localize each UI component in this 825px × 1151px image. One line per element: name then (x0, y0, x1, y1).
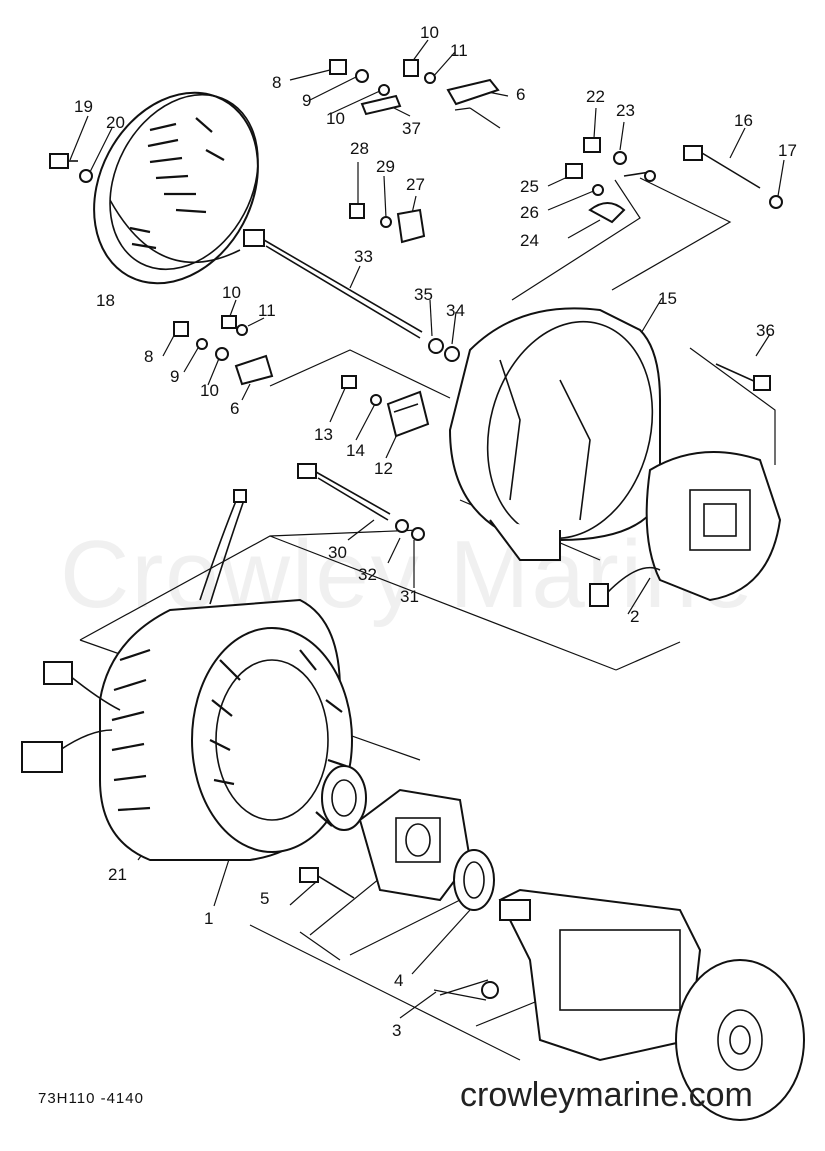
end-bracket-housing (448, 307, 661, 561)
callout-28: 28 (350, 139, 369, 158)
callout-36: 36 (756, 321, 775, 340)
callout-6b: 6 (230, 399, 239, 418)
callout-30: 30 (328, 543, 347, 562)
callout-9b: 10 (200, 381, 219, 400)
callout-8a: 9 (302, 91, 311, 110)
callout-17: 17 (778, 141, 797, 160)
bolt-36 (715, 363, 771, 391)
through-bolt-33 (243, 229, 460, 362)
nut (481, 981, 499, 999)
rotor-shaft-flywheel (498, 888, 805, 1121)
callout-labels: 19 20 8 9 10 10 11 6 37 28 29 27 22 23 2… (74, 23, 797, 1040)
callout-7a: 8 (272, 73, 281, 92)
callout-18: 18 (96, 291, 115, 310)
callout-37: 37 (402, 119, 421, 138)
callout-32: 32 (358, 565, 377, 584)
callout-10b: 10 (222, 283, 241, 302)
callout-10a: 10 (420, 23, 439, 42)
washer-20 (79, 169, 93, 183)
website-label: crowleymarine.com (460, 1076, 753, 1114)
bearing-ring (453, 849, 495, 911)
callout-9a: 10 (326, 109, 345, 128)
drawing-code: 73H110 -4140 (38, 1090, 144, 1107)
callout-34: 34 (446, 301, 465, 320)
callout-11b: 11 (258, 301, 276, 320)
callout-23: 23 (616, 101, 635, 120)
small-hardware (329, 59, 783, 244)
callout-33: 33 (354, 247, 373, 266)
callout-24: 24 (520, 231, 539, 250)
callout-4: 4 (394, 971, 403, 990)
callout-5: 5 (260, 889, 269, 908)
left-hardware (173, 315, 274, 386)
bolt-lower (299, 867, 355, 899)
callout-8b: 9 (170, 367, 179, 386)
brush-holder (341, 375, 430, 438)
stator-assembly (21, 489, 353, 861)
callout-3: 3 (392, 1021, 401, 1040)
callout-35: 35 (414, 285, 433, 304)
callout-12: 12 (374, 459, 393, 478)
callout-15: 15 (658, 289, 677, 308)
bolt-19 (49, 153, 78, 169)
callout-2: 2 (630, 607, 639, 626)
callout-31: 31 (400, 587, 419, 606)
callout-20: 20 (106, 113, 125, 132)
callout-21: 21 (108, 865, 127, 884)
fan-cover (93, 91, 259, 285)
callout-22: 22 (586, 87, 605, 106)
rotor-coil-assembly (589, 451, 782, 607)
callout-27: 27 (406, 175, 425, 194)
callout-25: 25 (520, 177, 539, 196)
callout-29: 29 (376, 157, 395, 176)
bolt-30 (297, 463, 425, 541)
callout-6a: 6 (516, 85, 525, 104)
callout-7b: 8 (144, 347, 153, 366)
bearing (321, 765, 367, 831)
callout-1: 1 (204, 909, 213, 928)
callout-19: 19 (74, 97, 93, 116)
callout-13: 13 (314, 425, 333, 444)
callout-14: 14 (346, 441, 365, 460)
callout-11a: 11 (450, 41, 468, 60)
callout-16: 16 (734, 111, 753, 130)
callout-26: 26 (520, 203, 539, 222)
